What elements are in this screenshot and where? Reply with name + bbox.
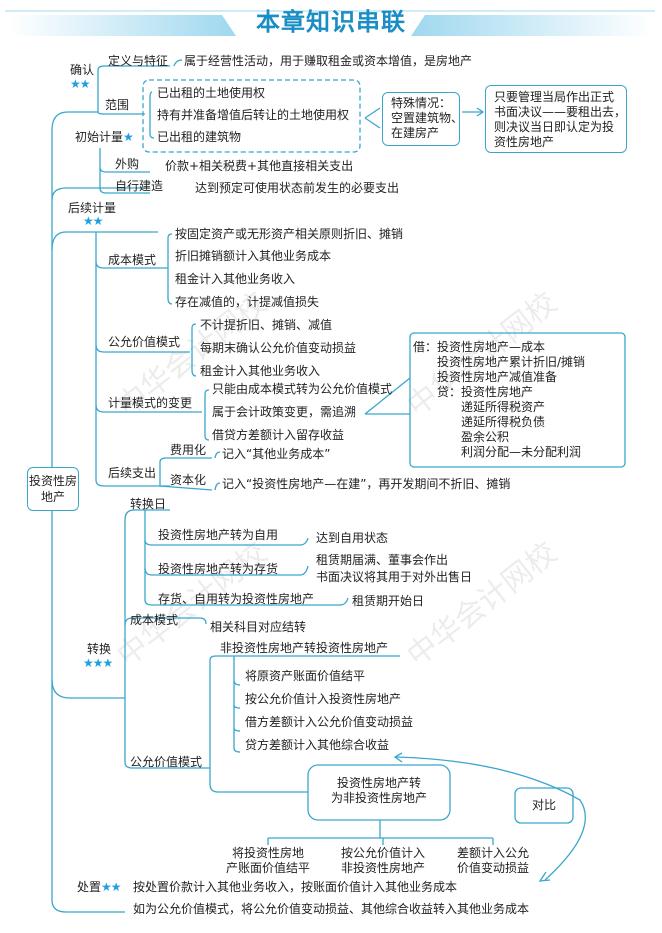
item-line: 将投资性房地 — [231, 846, 304, 860]
self-built-label: 自行建造 — [115, 179, 164, 193]
star-rating: ★★ — [101, 880, 121, 894]
entry-line: 递延所得税负债 — [413, 415, 546, 429]
compare-label: 对比 — [531, 798, 556, 812]
disposal-item: 按处置价款计入其他业务收入，按账面价值计入其他业务成本 — [133, 880, 458, 894]
item-line: 差额计入公允 — [456, 846, 529, 860]
to-investment-label: 非投资性房地产转投资性房地产 — [220, 641, 389, 655]
from-investment-line: 投资性房地产转 — [336, 776, 421, 790]
special-case-box: 特殊情况： 空置建筑物、 在建房产 — [382, 92, 464, 146]
special-line: 特殊情况： — [391, 96, 452, 110]
change-item: 属于会计政策变更，需追溯 — [212, 405, 357, 419]
to-investment-item: 贷方差额计入其他综合收益 — [245, 738, 390, 752]
special-line: 在建房产 — [391, 126, 440, 140]
star-rating: ★ — [123, 130, 134, 144]
note-line: 书面决议——要租出去， — [494, 105, 627, 119]
self-built-text: 达到预定可使用状态前发生的必要支出 — [195, 181, 400, 195]
disposal-item: 如为公允价值模式，将公允价值变动损益、其他综合收益转入其他业务成本 — [133, 902, 530, 916]
initial-text: 初始计量 — [75, 130, 124, 144]
fair-item: 每期末确认公允价值变动损益 — [200, 341, 357, 355]
disposal-label: 处置★★ — [77, 880, 122, 895]
note-line: 只要管理当局作出正式 — [494, 90, 615, 104]
from-investment-item: 将投资性房地 产账面价值结平 — [218, 846, 318, 876]
cost-model-label: 成本模式 — [108, 253, 157, 267]
change-item: 借贷方差额计入留存收益 — [212, 428, 345, 442]
entry-line: 盈余公积 — [413, 430, 510, 444]
entry-line: 贷：投资性房地产 — [413, 385, 534, 399]
from-investment-line: 为非投资性房地产 — [330, 791, 427, 805]
entry-line: 递延所得税资产 — [413, 400, 546, 414]
conversion-row-label: 存货、自用转为投资性房地产 — [158, 592, 315, 606]
definition-label: 定义与特征 — [108, 54, 169, 68]
item-line: 产账面价值结平 — [225, 861, 310, 875]
star-rating: ★★ — [83, 214, 103, 228]
note-line: 资性房地产 — [494, 135, 555, 149]
capital-text: 记入“投资性房地产—在建”，再开发期间不折旧、摊销 — [222, 477, 511, 491]
conversion-label: 转换 — [87, 642, 112, 656]
conversion-row-text: 书面决议将其用于对外出售日 — [316, 570, 473, 584]
cost-item: 存在减值的，计提减值损失 — [175, 295, 320, 309]
expenditure-label: 后续支出 — [108, 466, 157, 480]
purchase-label: 外购 — [115, 157, 140, 171]
from-investment-node: 投资性房地产转 为非投资性房地产 — [308, 776, 450, 806]
root-label: 投资性房地产 — [28, 474, 77, 504]
scope-item: 持有并准备增值后转让的土地使用权 — [157, 108, 350, 122]
title-banner — [5, 10, 655, 36]
expense-label: 费用化 — [170, 443, 207, 457]
item-line: 按公允价值计入 — [340, 846, 425, 860]
fair-item: 不计提折旧、摊销、减值 — [200, 318, 333, 332]
capital-label: 资本化 — [170, 473, 207, 487]
entry-line: 投资性房地产累计折旧/摊销 — [413, 355, 586, 369]
fair-item: 租金计入其他业务收入 — [200, 364, 321, 378]
to-investment-item: 将原资产账面价值结平 — [245, 669, 366, 683]
scope-item: 已出租的土地使用权 — [157, 86, 266, 100]
special-line: 空置建筑物、 — [391, 111, 464, 125]
purchase-text: 价款+相关税费+其他直接相关支出 — [165, 159, 354, 173]
from-investment-item: 按公允价值计入 非投资性房地产 — [333, 846, 433, 876]
to-investment-item: 按公允价值计入投资性房地产 — [245, 692, 402, 706]
conversion-date-label: 转换日 — [130, 497, 167, 511]
change-item: 只能由成本模式转为公允价值模式 — [212, 382, 393, 396]
star-rating: ★★ — [70, 77, 90, 91]
disposal-text: 处置 — [77, 880, 102, 894]
cost-item: 折旧摊销额计入其他业务成本 — [175, 249, 332, 263]
expense-text: 记入“其他业务成本” — [222, 447, 331, 461]
star-rating: ★★★ — [83, 656, 113, 670]
journal-entry: 借：投资性房地产—成本 投资性房地产累计折旧/摊销 投资性房地产减值准备 贷：投… — [413, 340, 585, 460]
cost-item: 租金计入其他业务收入 — [175, 272, 296, 286]
conversion-cost-text: 相关科目对应结转 — [210, 620, 307, 634]
cost-item: 按固定资产或无形资产相关原则折旧、摊销 — [175, 227, 404, 241]
resolution-note-box: 只要管理当局作出正式 书面决议——要租出去， 则决议当日即认定为投 资性房地产 — [485, 85, 627, 153]
model-change-label: 计量模式的变更 — [108, 396, 193, 410]
item-line: 价值变动损益 — [456, 861, 529, 875]
page-title: 本章知识串联 — [256, 8, 406, 36]
conversion-row-text: 达到自用状态 — [316, 531, 389, 545]
conversion-row-text: 租赁期届满、董事会作出 — [316, 553, 449, 567]
definition-text: 属于经营性活动，用于赚取租金或资本增值，是房地产 — [184, 54, 473, 68]
to-investment-item: 借方差额计入公允价值变动损益 — [245, 715, 414, 729]
entry-line: 投资性房地产减值准备 — [413, 370, 558, 384]
conversion-fair-label: 公允价值模式 — [130, 755, 203, 769]
conversion-row-label: 投资性房地产转为自用 — [158, 528, 279, 542]
from-investment-item: 差额计入公允 价值变动损益 — [443, 846, 543, 876]
entry-line: 利润分配—未分配利润 — [413, 445, 582, 459]
item-line: 非投资性房地产 — [340, 861, 425, 875]
conversion-row-text: 租赁期开始日 — [352, 594, 425, 608]
scope-item: 已出租的建筑物 — [157, 130, 242, 144]
subsequent-label: 后续计量 — [68, 201, 117, 215]
scope-label: 范围 — [105, 98, 130, 112]
initial-label: 初始计量★ — [75, 130, 134, 145]
conversion-cost-label: 成本模式 — [130, 613, 179, 627]
conversion-row-label: 投资性房地产转为存货 — [158, 562, 279, 576]
recognition-label: 确认 — [70, 63, 95, 77]
note-line: 则决议当日即认定为投 — [494, 120, 615, 134]
root-node: 投资性房地产 — [27, 467, 79, 511]
fair-model-label: 公允价值模式 — [108, 335, 181, 349]
entry-line: 借：投资性房地产—成本 — [413, 340, 546, 354]
